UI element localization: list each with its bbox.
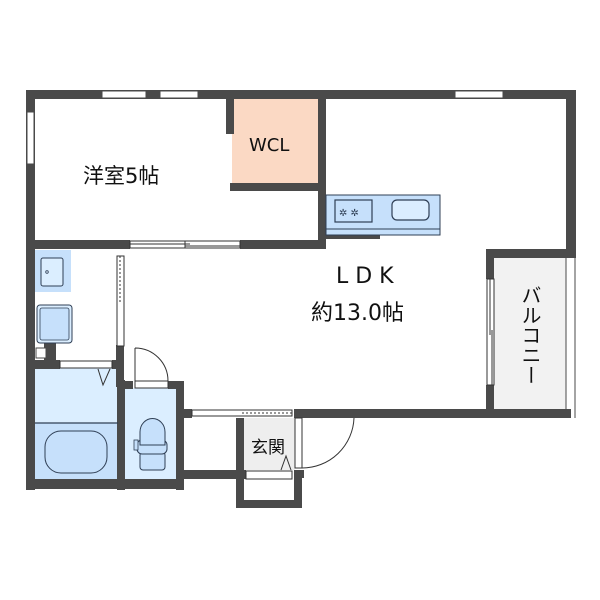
window-ldk-top <box>454 90 504 99</box>
toilet-door[interactable] <box>134 380 169 389</box>
wall-entrance-step-right <box>294 470 304 478</box>
wall-toilet-top-left <box>117 381 133 389</box>
wall-bath-top-right <box>112 360 124 369</box>
wall-western-bottom-left <box>26 240 130 249</box>
wall-entrance-bottom <box>236 500 302 508</box>
wall-left <box>26 90 35 490</box>
wall-balcony-left-top <box>486 249 494 279</box>
toilet-handle <box>133 439 139 451</box>
wall-toilet-right <box>176 381 184 490</box>
room-labels: 洋室5帖 WCL L D K 約13.0帖 玄関 <box>83 135 404 458</box>
entrance-step <box>245 470 293 480</box>
balcony-floor <box>494 257 566 409</box>
ldk-area-label: 約13.0帖 <box>311 301 404 326</box>
burner-icon: ✲ ✲ <box>339 208 359 219</box>
wall-bath-top-left <box>26 360 60 369</box>
ldk-label: L D K <box>336 264 394 289</box>
front-door-swing <box>301 417 355 469</box>
wall-wcl-bottom <box>230 183 326 191</box>
washbasin-bowl <box>40 257 64 287</box>
wall-bottom-left <box>26 479 184 489</box>
bath-door-v-mark <box>97 368 111 387</box>
sliding-doors <box>59 240 495 480</box>
balcony-label: バルコニー <box>518 285 542 385</box>
balcony-label-group: バルコニー <box>518 285 542 385</box>
wall-balcony-top <box>486 249 576 258</box>
entrance-v-mark <box>280 454 292 471</box>
toilet-door-swing <box>134 347 169 382</box>
pipe-shaft <box>35 347 47 359</box>
toilet-bowl <box>139 417 166 446</box>
toilet-tank <box>139 451 166 471</box>
window-western-left <box>26 111 35 165</box>
front-door[interactable] <box>294 417 303 469</box>
fixtures: ✲ ✲ <box>35 194 441 474</box>
wall-washroom-pillar <box>44 340 56 362</box>
washing-machine-inner <box>39 307 70 341</box>
wall-right-upper <box>566 90 576 250</box>
wall-ldk-bottom <box>294 409 571 418</box>
wall-top-right <box>318 90 576 99</box>
wall-western-bottom-right <box>240 240 326 249</box>
window-western-top-1 <box>101 90 147 99</box>
wall-wcl-right <box>318 90 326 240</box>
entrance-label: 玄関 <box>251 438 285 458</box>
bathroom-door[interactable] <box>59 360 113 369</box>
wcl-floor <box>232 98 318 184</box>
western-room-label: 洋室5帖 <box>83 164 159 188</box>
wall-wcl-left-stub <box>226 98 234 134</box>
wall-bottom-mid <box>176 470 246 479</box>
window-western-top-2 <box>159 90 199 99</box>
washbasin-drain <box>45 270 49 274</box>
stove <box>334 199 373 223</box>
bath-wash-area <box>35 368 118 423</box>
entrance-floor <box>243 418 295 470</box>
kitchen-sink <box>391 199 430 221</box>
windows <box>26 90 504 165</box>
bathtub <box>44 430 108 474</box>
door-swings <box>97 347 355 471</box>
wall-bath-toilet <box>117 380 125 490</box>
wcl-label: WCL <box>249 135 289 156</box>
wall-entrance-left <box>236 418 244 508</box>
wall-entrance-right <box>294 470 302 508</box>
wall-balcony-left-bottom <box>486 385 494 417</box>
